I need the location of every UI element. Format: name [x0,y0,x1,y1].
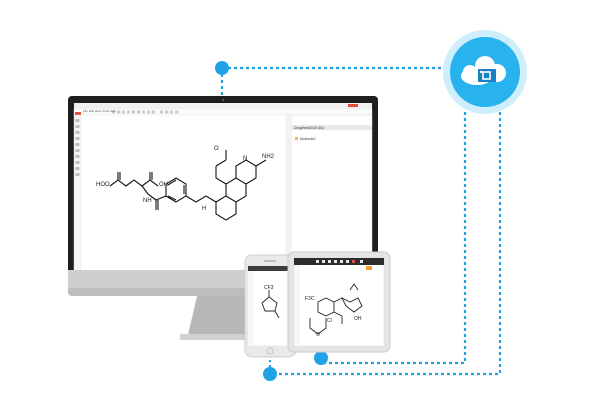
phone-molecule [261,290,280,319]
label-ring-n: N [243,156,248,162]
tablet-molecule [309,283,363,335]
phone-label-cf3: CF3 [264,285,274,291]
menu-bar: File Edit View Tools Help [83,109,116,113]
label-oh: OH [159,182,168,188]
label-nh2: NH2 [262,154,275,160]
explorer-side-tabs [286,115,292,270]
desktop-molecule [109,150,267,221]
toolbar [73,108,373,116]
tablet-label-f3c: F3C [305,296,315,302]
label-hoo: HOO [96,182,110,188]
explorer-panel [285,114,373,271]
tool-palette [73,114,82,271]
menu-file[interactable]: File [83,109,88,113]
label-carbonyl-o: O [214,146,219,152]
folder-icon [295,137,298,140]
window-close-button[interactable] [348,104,358,107]
tool-palette-icons[interactable] [75,119,80,176]
tablet-device [287,251,391,353]
menu-view[interactable]: View [94,109,102,113]
toolbar-icons[interactable] [112,110,178,114]
connection-node-tablet [314,351,328,365]
tablet-label-oh: OH [354,316,362,322]
panel-title: Drug/hest2019 (#1) [294,126,325,130]
app-titlebar [74,103,372,109]
menu-tools[interactable]: Tools [101,109,109,113]
app-logo-icon [75,112,81,115]
label-amine-h: H [202,206,207,212]
tablet-label-cl: Cl [327,318,332,324]
explorer-header [292,125,372,130]
cloud-icon [461,56,506,85]
menu-help[interactable]: Help [109,109,116,113]
tablet-label-o: O [316,332,320,338]
connection-node-desktop [215,61,229,75]
panel-item-molecule[interactable]: Molecule1 [300,137,316,141]
tablet-toolbar-icons[interactable] [316,260,363,263]
tablet-badge [366,266,372,270]
connection-node-phone [263,367,277,381]
label-nh: NH [143,198,152,204]
menu-edit[interactable]: Edit [88,109,94,113]
